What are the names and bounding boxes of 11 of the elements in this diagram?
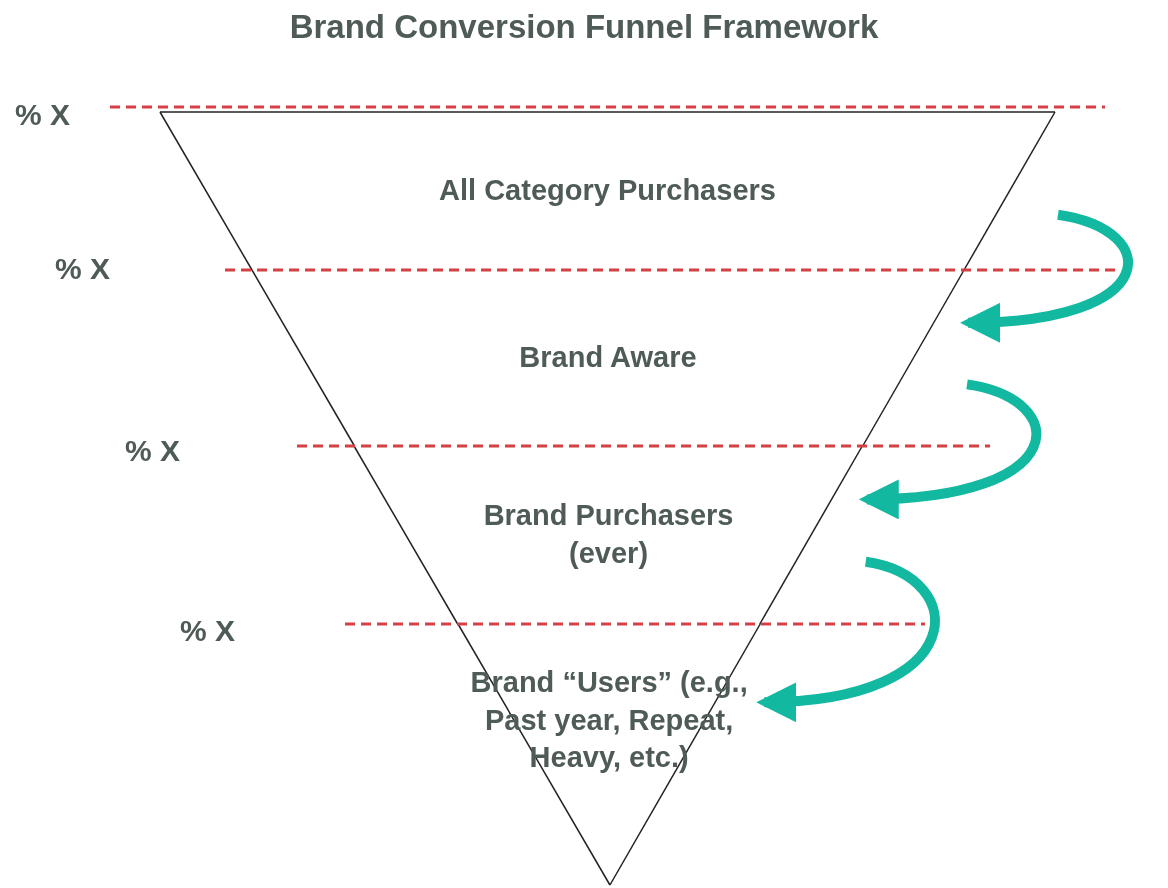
stage-label: Brand Purchasers (ever) <box>482 498 735 571</box>
stage-label: All Category Purchasers <box>439 173 776 209</box>
percent-label: % X <box>125 434 181 468</box>
percent-label: % X <box>15 98 71 132</box>
percent-label: % X <box>55 252 111 286</box>
curved-arrow <box>960 209 1133 342</box>
diagram-title: Brand Conversion Funnel Framework <box>288 8 880 46</box>
percent-label: % X <box>180 614 236 648</box>
curved-arrow <box>858 379 1042 519</box>
curved-arrow <box>756 556 940 721</box>
stage-label: Brand Aware <box>519 340 697 376</box>
